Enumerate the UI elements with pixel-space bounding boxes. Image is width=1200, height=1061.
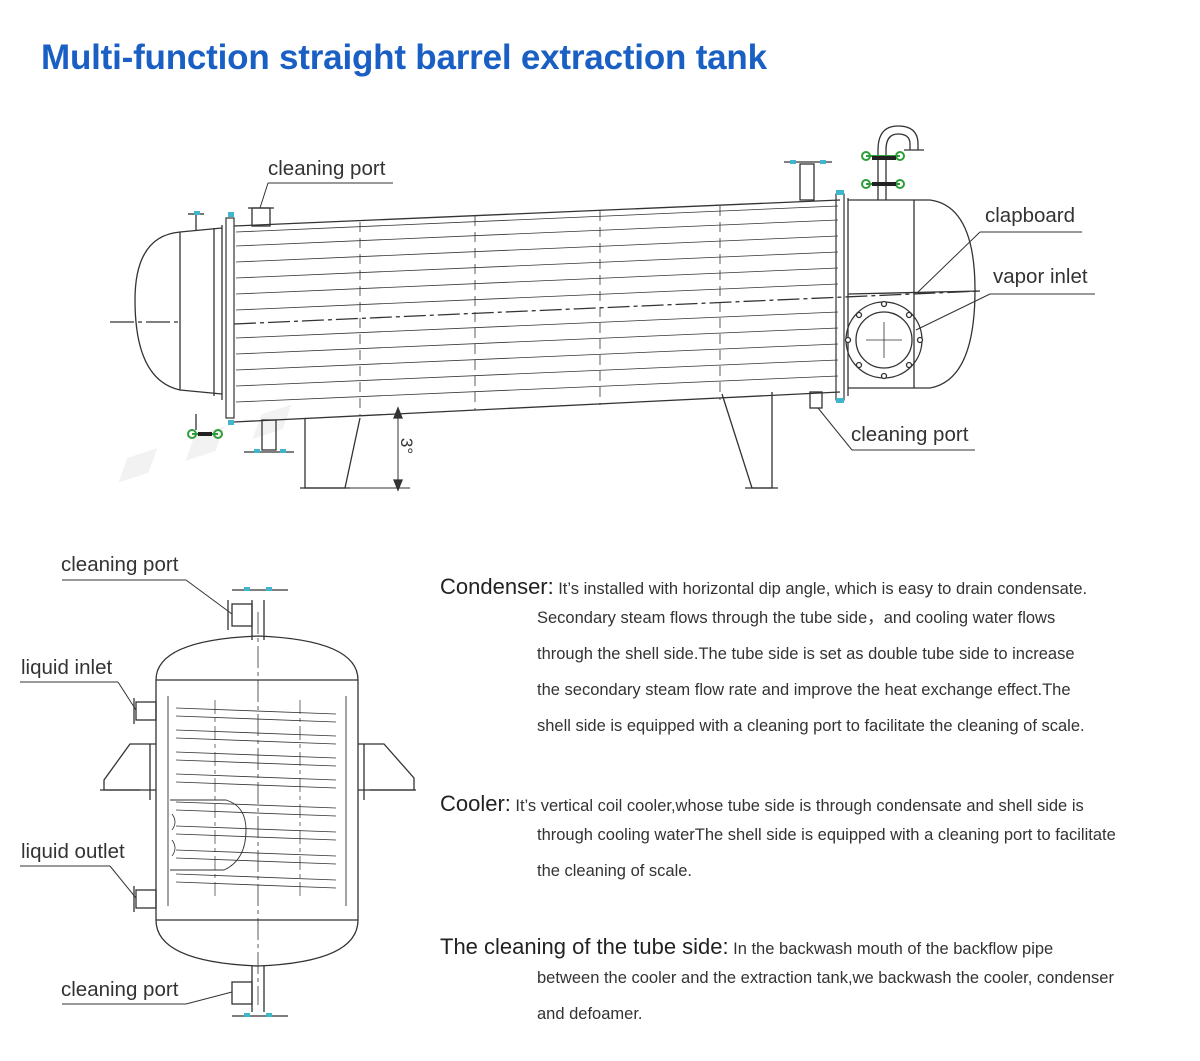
tube-cleaning-line-3: and defoamer. (537, 1005, 643, 1023)
label-liquid-inlet: liquid inlet (21, 656, 113, 679)
leader-right-cleaning (817, 407, 853, 451)
cooler-line-3: the cleaning of scale. (537, 862, 693, 880)
flange-marks (194, 156, 896, 453)
shell-top (233, 199, 841, 227)
left-head (134, 231, 181, 391)
label-clapboard: clapboard (985, 204, 1076, 227)
leader-top-cleaning (259, 182, 269, 209)
tube-cleaning-line-1: In the backwash mouth of the backflow pi… (733, 940, 1054, 958)
cooler-heading: Cooler: (440, 791, 511, 816)
leader-vapor (915, 293, 991, 331)
label-cooler-bottom-cleaning-port: cleaning port (61, 978, 179, 1001)
section-cooler: Cooler: It’s vertical coil cooler,whose … (440, 791, 1180, 889)
label-top-cleaning-port: cleaning port (268, 157, 386, 180)
section-tube-cleaning: The cleaning of the tube side: In the ba… (440, 934, 1180, 1032)
leader-clapboard (917, 231, 981, 293)
left-channel-top (179, 227, 223, 233)
condenser-line-3: through the shell side.The tube side is … (537, 645, 1075, 663)
label-right-cleaning-port: cleaning port (851, 423, 969, 446)
tube-cleaning-line-2: between the cooler and the extraction ta… (537, 969, 1114, 987)
left-lug (103, 743, 156, 791)
cooler-line-1: It’s vertical coil cooler,whose tube sid… (515, 797, 1084, 815)
condenser-line-5: shell side is equipped with a cleaning p… (537, 717, 1085, 735)
label-vapor-inlet: vapor inlet (993, 265, 1088, 288)
right-support (721, 392, 773, 489)
shell-bottom (233, 391, 841, 423)
page-title: Multi-function straight barrel extractio… (41, 38, 767, 77)
valves (187, 151, 905, 439)
condenser-line-2: Secondary steam flows through the tube s… (537, 609, 1056, 627)
condenser-line-4: the secondary steam flow rate and improv… (537, 681, 1071, 699)
right-lug (358, 743, 415, 791)
top-cleaning-nozzle (251, 207, 271, 227)
label-cooler-top-cleaning-port: cleaning port (61, 553, 179, 576)
label-liquid-outlet: liquid outlet (21, 840, 125, 863)
tube-cleaning-heading: The cleaning of the tube side: (440, 934, 729, 959)
vent-elbow (877, 125, 919, 200)
condenser-heading: Condenser: (440, 574, 554, 599)
left-tube-sheet (225, 217, 235, 419)
condenser-line-1: It’s installed with horizontal dip angle… (558, 580, 1088, 598)
cooler-drawing (20, 579, 416, 1017)
left-support (304, 417, 361, 489)
label-incline-angle: 3° (397, 437, 417, 455)
cooler-line-2: through cooling waterThe shell side is e… (537, 826, 1116, 844)
section-condenser: Condenser: It’s installed with horizonta… (440, 574, 1180, 744)
right-head (929, 199, 976, 389)
vapor-inlet-flange (844, 300, 924, 380)
